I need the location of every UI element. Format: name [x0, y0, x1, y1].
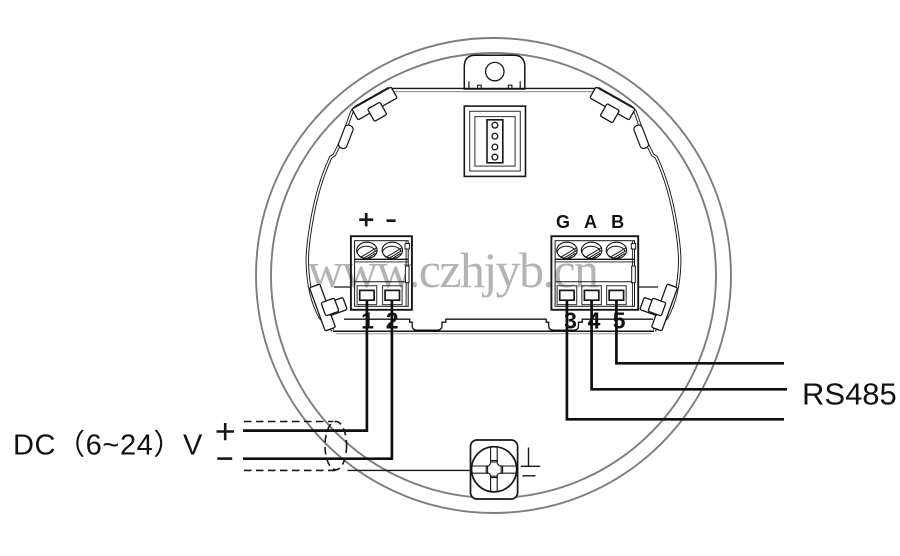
svg-text:DC（6~24）V: DC（6~24）V	[13, 430, 203, 462]
svg-text:A: A	[584, 212, 597, 232]
svg-text:1: 1	[361, 307, 374, 333]
svg-text:5: 5	[613, 307, 626, 333]
svg-text:2: 2	[386, 307, 399, 333]
svg-text:B: B	[611, 212, 624, 232]
svg-text:4: 4	[588, 307, 601, 333]
svg-text:3: 3	[564, 307, 577, 333]
svg-text:G: G	[556, 212, 570, 232]
svg-text:RS485: RS485	[802, 377, 897, 412]
